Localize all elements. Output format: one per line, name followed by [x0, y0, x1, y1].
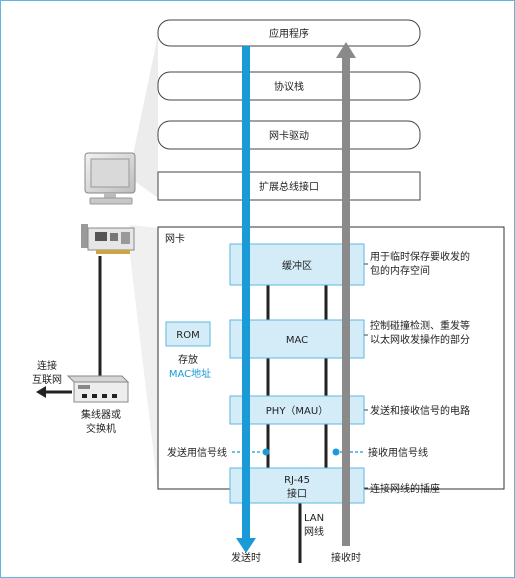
buffer-note-2: 包的内存空间: [370, 264, 430, 277]
lan-label-2: 网线: [304, 525, 324, 538]
layer-app-label: 应用程序: [269, 27, 309, 40]
rom-note-2: MAC地址: [169, 367, 211, 380]
internet-label-2: 互联网: [32, 374, 62, 386]
rom-note-1: 存放: [178, 353, 198, 366]
rom-box: [165, 321, 211, 347]
layer-driver-box: [157, 120, 421, 150]
rj45-label-1: RJ-45: [284, 475, 310, 486]
recv-line-dot: [332, 448, 340, 456]
rj45-note: 连接网线的插座: [370, 482, 440, 495]
recv-line-label: 接收用信号线: [368, 446, 428, 459]
phy-box: [229, 395, 365, 425]
rj45-box: [229, 467, 365, 504]
recv-arrow-head: [336, 42, 356, 58]
layer-driver-label: 网卡驱动: [269, 129, 309, 142]
mac-note-1: 控制碰撞检测、重发等: [370, 319, 470, 332]
nic-title: 网卡: [165, 232, 185, 245]
network-card-icon: [81, 224, 135, 254]
layer-stack-box: [157, 71, 421, 101]
buffer-box: [229, 243, 365, 286]
computer-icon: [84, 152, 136, 205]
recv-arrow-shaft: [342, 56, 350, 546]
computer-projection: [133, 35, 158, 198]
send-line-label: 发送用信号线: [167, 446, 227, 459]
layer-stack-label: 协议栈: [274, 80, 304, 93]
buffer-note-1: 用于临时保存要收发的: [370, 250, 470, 263]
hub-label-2: 交换机: [86, 422, 116, 435]
hub-switch-icon: [66, 375, 130, 403]
rj45-label-2: 接口: [287, 487, 307, 500]
send-line-dot: [262, 448, 270, 456]
lan-label-1: LAN: [304, 513, 324, 524]
rom-label: ROM: [176, 330, 199, 341]
phy-note: 发送和接收信号的电路: [370, 404, 470, 417]
phy-label: PHY（MAU）: [266, 405, 328, 417]
card-projection: [130, 225, 158, 490]
mac-label: MAC: [286, 335, 308, 346]
buffer-label: 缓冲区: [282, 259, 312, 272]
send-time-label: 发送时: [231, 551, 261, 564]
hub-label-1: 集线器或: [81, 408, 121, 421]
layer-bus-label: 扩展总线接口: [259, 180, 319, 193]
internet-arrow-head: [36, 386, 46, 398]
send-arrow-shaft: [242, 46, 250, 540]
layer-bus-box: [157, 171, 421, 201]
mac-box: [229, 319, 365, 359]
send-arrow-head: [236, 538, 256, 553]
internet-label-1: 连接: [37, 359, 57, 372]
layer-app-box: [157, 19, 421, 47]
mac-note-2: 以太网收发操作的部分: [370, 333, 470, 346]
recv-time-label: 接收时: [331, 551, 361, 564]
